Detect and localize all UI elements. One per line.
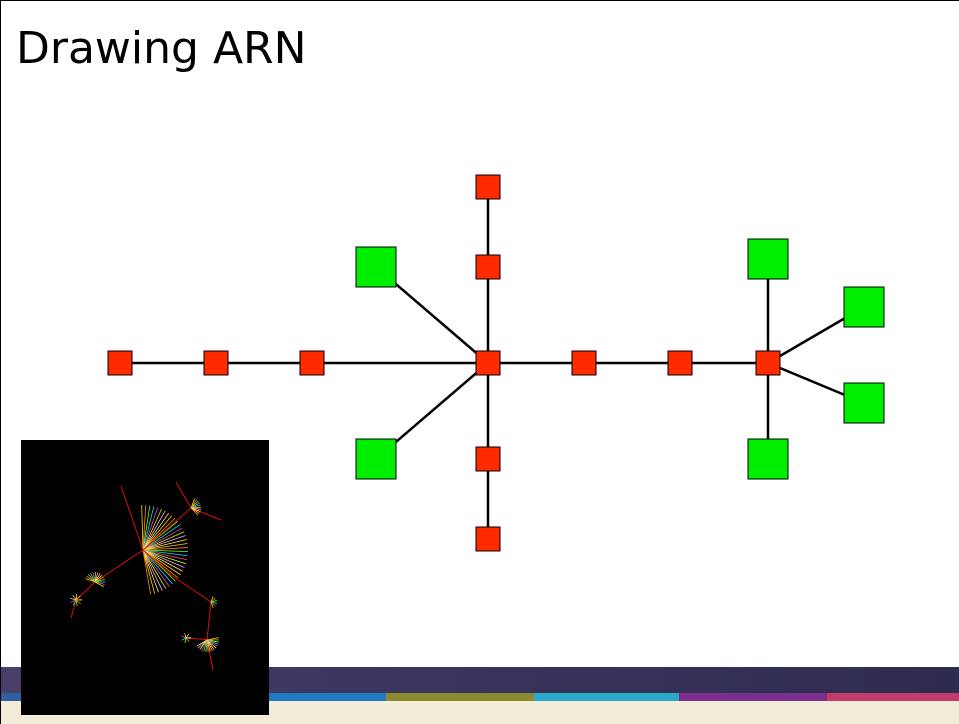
- network-thumbnail-image: [21, 440, 269, 715]
- thumbnail-fan-line: [142, 510, 166, 551]
- thumbnail-fan-line: [210, 600, 217, 603]
- diagram-nodes: [107, 174, 885, 552]
- thumbnail-fan-line: [75, 595, 81, 601]
- thumbnail-fan-line: [142, 535, 186, 551]
- thumbnail-fan-line: [142, 512, 170, 551]
- thumbnail-fan-line: [185, 633, 190, 639]
- thumbnail-fan-line: [142, 549, 188, 557]
- thumbnail-fan-line: [210, 601, 217, 604]
- thumbnail-fan-line: [92, 572, 96, 583]
- thumbnail-fan-line: [70, 599, 77, 603]
- node-top2: [475, 254, 501, 280]
- thumbnail-fan-line: [94, 576, 104, 583]
- thumbnail-fan-line: [142, 549, 159, 593]
- stripe-segment: [827, 693, 959, 701]
- thumbnail-fan-line: [210, 597, 216, 603]
- thumbnail-fan-line: [75, 599, 78, 606]
- node-top1: [475, 174, 501, 200]
- thumbnail-fan-line: [142, 543, 188, 551]
- stripe-segment: [679, 693, 827, 701]
- thumbnail-fan-line: [72, 594, 77, 601]
- stripe-segment: [534, 693, 679, 701]
- thumbnail-fan-line: [94, 574, 103, 583]
- stripe-segment: [386, 693, 534, 701]
- node-m1: [571, 350, 597, 376]
- node-bot2: [475, 526, 501, 552]
- node-g_ur: [843, 286, 885, 328]
- thumbnail-fan-line: [70, 597, 77, 601]
- thumbnail-fan-line: [184, 637, 187, 643]
- thumbnail-fan-line: [181, 635, 187, 639]
- thumbnail-fan-line: [72, 599, 77, 606]
- thumbnail-fan-line: [142, 505, 147, 551]
- node-g_top: [747, 238, 789, 280]
- thumbnail-fan-line: [142, 515, 173, 551]
- thumbnail-fan-line: [210, 596, 214, 603]
- node-n2: [203, 350, 229, 376]
- thumbnail-fan-line: [142, 527, 183, 551]
- thumbnail-fan-line: [184, 633, 187, 639]
- diagram-edges: [120, 187, 865, 539]
- thumbnail-fan-line: [142, 549, 167, 589]
- node-g_ll: [355, 438, 397, 480]
- thumbnail-fan-line: [142, 524, 181, 551]
- thumbnail-fan-line: [210, 601, 214, 608]
- node-m2: [667, 350, 693, 376]
- thumbnail-fan-line: [94, 573, 101, 583]
- thumbnail-fan-line: [85, 578, 96, 583]
- thumbnail-fan-line: [142, 531, 185, 551]
- thumbnail-fan-line: [142, 549, 163, 591]
- thumbnail-fan-line: [142, 505, 151, 551]
- node-n3: [299, 350, 325, 376]
- thumbnail-fan-line: [181, 637, 187, 641]
- thumbnail-fan-line: [185, 637, 190, 643]
- thumbnail-fan-line: [75, 593, 78, 601]
- node-hub2: [755, 350, 781, 376]
- thumbnail-fan-line: [142, 549, 183, 572]
- thumbnail-fan-line: [90, 572, 96, 583]
- thumbnail-fan-line: [142, 549, 152, 595]
- node-n1: [107, 350, 133, 376]
- node-g_lr: [843, 382, 885, 424]
- node-g_bottom: [747, 438, 789, 480]
- thumbnail-fan-line: [142, 549, 156, 594]
- thumbnail-fan-line: [210, 601, 216, 607]
- thumbnail-fan-line: [142, 549, 188, 553]
- thumbnail-fan-line: [88, 574, 96, 583]
- thumbnail-fan-line: [142, 506, 155, 551]
- thumbnail-fan-line: [94, 581, 105, 585]
- thumbnail-fan-line: [142, 549, 170, 587]
- thumbnail-fan-line: [196, 639, 208, 647]
- thumbnail-graphic: [70, 481, 222, 671]
- slide-title: Drawing ARN: [16, 23, 307, 74]
- node-g_ul: [355, 246, 397, 288]
- thumbnail-fan-line: [75, 599, 81, 605]
- thumbnail-fan-line: [142, 539, 187, 551]
- thumbnail-fan-line: [142, 549, 173, 585]
- thumbnail-fan-line: [190, 507, 199, 516]
- thumbnail-fan-line: [142, 549, 188, 561]
- thumbnail-fan-line: [142, 549, 186, 565]
- thumbnail-fan-line: [141, 505, 144, 551]
- thumbnail-fan-line: [142, 508, 162, 551]
- thumbnail-fan-line: [94, 572, 99, 583]
- thumbnail-fan-line: [94, 581, 104, 588]
- thumbnail-fan-line: [94, 579, 105, 583]
- thumbnail-fan-line: [142, 547, 188, 551]
- thumbnail-fan-line: [142, 507, 159, 551]
- thumbnail-fan-line: [142, 549, 181, 576]
- node-hub1: [475, 350, 501, 376]
- thumbnail-fan-line: [86, 576, 96, 583]
- thumbnail-fan-line: [142, 549, 185, 568]
- node-bot1: [475, 446, 501, 472]
